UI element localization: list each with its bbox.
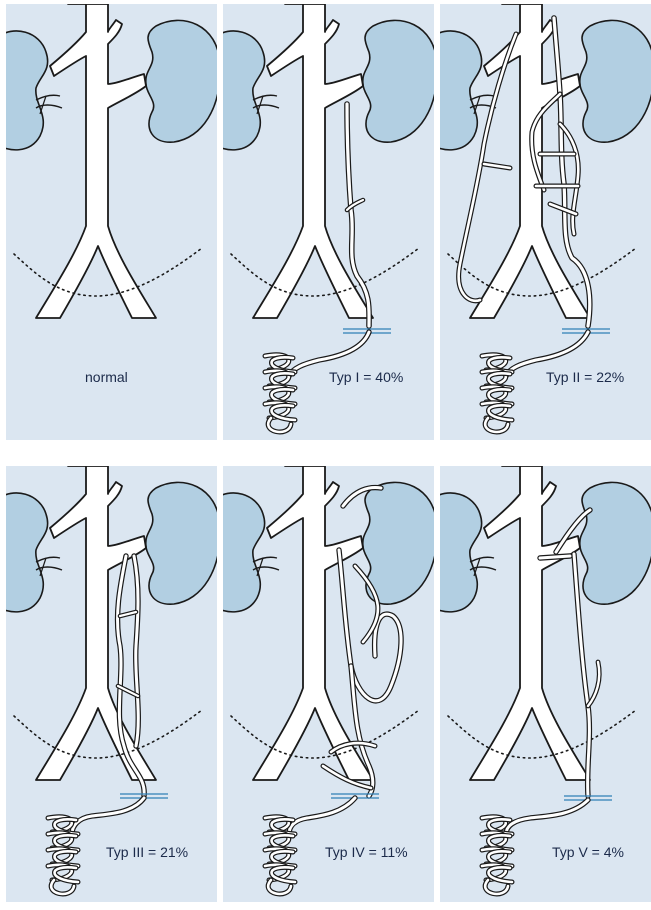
panel-normal: normal [6,4,217,440]
panel-typ-5: Typ V = 4% [440,466,651,902]
diagram-typ-4 [223,466,434,902]
panel-typ-1: Typ I = 40% [223,4,434,440]
caption-typ-3: Typ III = 21% [106,844,188,860]
caption-typ-2: Typ II = 22% [546,369,624,385]
panel-typ-4: Typ IV = 11% [223,466,434,902]
caption-typ-5: Typ V = 4% [552,844,624,860]
caption-normal: normal [85,369,128,385]
diagram-typ-3 [6,466,217,902]
caption-typ-4: Typ IV = 11% [325,844,408,860]
diagram-typ-5 [440,466,651,902]
panel-typ-2: Typ II = 22% [440,4,651,440]
panel-typ-3: Typ III = 21% [6,466,217,902]
communicating-vein [540,556,570,558]
caption-typ-1: Typ I = 40% [329,369,403,385]
